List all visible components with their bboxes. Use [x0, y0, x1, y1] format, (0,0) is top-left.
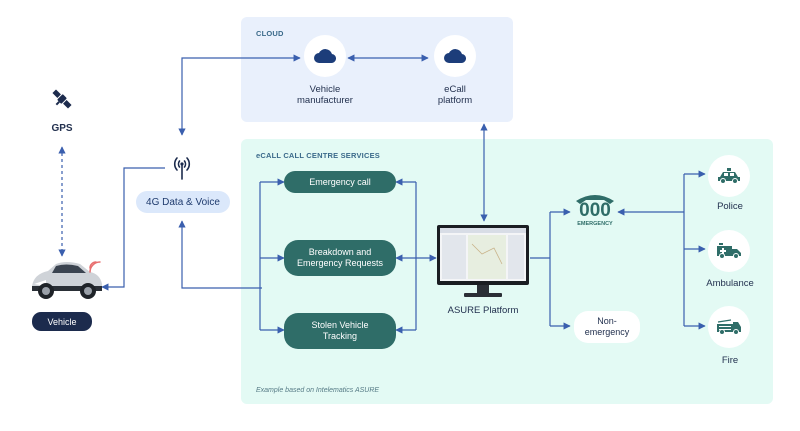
fire-node: [708, 306, 750, 348]
asure-platform-label: ASURE Platform: [447, 305, 519, 316]
vehicle-4g-link: [101, 167, 165, 291]
police-car-icon: [718, 168, 740, 184]
emergency-sign: 000 EMERGENCY: [572, 191, 618, 231]
car-icon: [26, 256, 106, 302]
ecall-platform-label: eCall platform: [437, 84, 473, 106]
antenna-icon: [171, 154, 193, 180]
fire-label: Fire: [721, 355, 739, 366]
telephone-icon: [576, 195, 614, 204]
gps-label: GPS: [51, 123, 73, 134]
monitor-icon: [436, 224, 530, 300]
breakdown-requests-box: Breakdown and Emergency Requests: [284, 240, 396, 276]
services-panel-title: eCALL CALL CENTRE SERVICES: [256, 151, 380, 160]
4g-data-voice-pill: 4G Data & Voice: [136, 191, 230, 213]
satellite-icon: [49, 86, 75, 112]
police-node: [708, 155, 750, 197]
manufacturer-node: [304, 35, 346, 77]
stolen-vehicle-box: Stolen Vehicle Tracking: [284, 313, 396, 349]
emergency-digits: 000: [579, 200, 611, 221]
cloud-icon: [444, 49, 466, 64]
ambulance-label: Ambulance: [706, 278, 754, 289]
non-emergency-node: Non- emergency: [574, 311, 640, 343]
fire-truck-icon: [717, 319, 741, 335]
cloud-panel-title: CLOUD: [256, 29, 284, 38]
example-caption: Example based on Intelematics ASURE: [256, 387, 380, 394]
emergency-call-box: Emergency call: [284, 171, 396, 193]
vehicle-pill: Vehicle: [32, 312, 92, 331]
ambulance-node: [708, 230, 750, 272]
signal-waves-icon: [88, 258, 104, 274]
ambulance-icon: [717, 243, 741, 259]
ecall-platform-node: [434, 35, 476, 77]
cloud-icon: [314, 49, 336, 64]
emergency-word: EMERGENCY: [577, 221, 613, 227]
police-label: Police: [717, 201, 743, 212]
manufacturer-label: Vehicle manufacturer: [297, 84, 353, 106]
